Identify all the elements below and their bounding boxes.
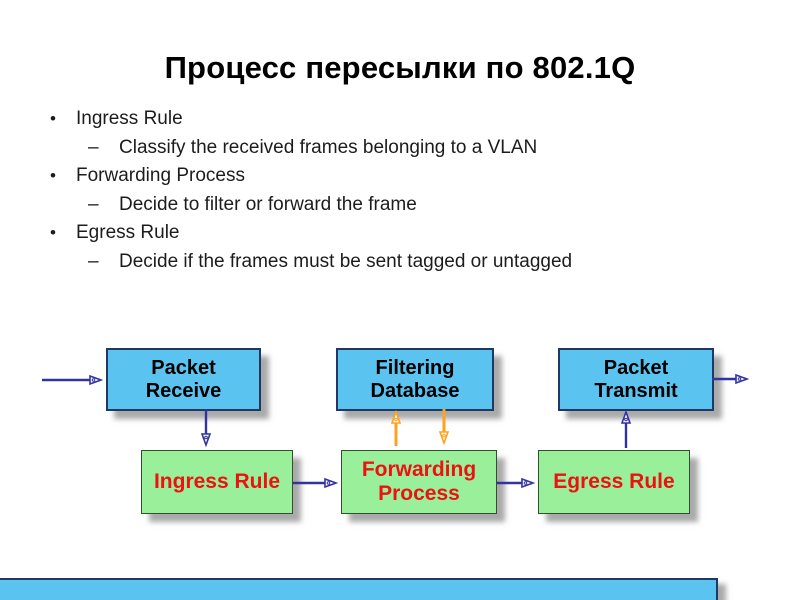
box-filtering-database: Filtering Database bbox=[336, 348, 494, 411]
bullet-text: Ingress Rule bbox=[76, 108, 183, 129]
bullet-marker: • bbox=[50, 166, 56, 186]
box-forwarding-process: Forwarding Process bbox=[341, 450, 497, 514]
box-label: Transmit bbox=[594, 379, 678, 402]
box-label: Database bbox=[370, 379, 460, 402]
bullet-marker: • bbox=[50, 109, 56, 128]
box-label: Ingress Rule bbox=[153, 470, 281, 493]
bullet-text: Classify the received frames belonging t… bbox=[119, 136, 538, 158]
bullet-marker: – bbox=[88, 250, 99, 272]
bullet-item: – Decide if the frames must be sent tagg… bbox=[88, 248, 760, 277]
bullet-item: • Forwarding Process bbox=[50, 162, 760, 191]
bullet-item: • Egress Rule bbox=[50, 219, 760, 248]
bullet-marker: – bbox=[88, 193, 99, 215]
bullet-marker: • bbox=[50, 223, 56, 243]
bullet-item: – Decide to filter or forward the frame bbox=[88, 191, 760, 220]
bullet-marker: – bbox=[88, 136, 99, 158]
bullet-item: – Classify the received frames belonging… bbox=[88, 134, 760, 163]
bullet-text: Egress Rule bbox=[76, 222, 180, 244]
bullet-text: Forwarding Process bbox=[76, 165, 245, 187]
page-title: Процесс пересылки по 802.1Q bbox=[164, 50, 636, 85]
box-packet-transmit: Packet Transmit bbox=[558, 348, 714, 411]
box-label: Receive bbox=[145, 379, 222, 402]
box-packet-receive: Packet Receive bbox=[106, 348, 261, 411]
box-label: Process bbox=[378, 482, 460, 505]
box-label: Forwarding bbox=[361, 458, 477, 481]
box-label: Packet bbox=[603, 356, 669, 379]
bullet-list: • Ingress Rule – Classify the received f… bbox=[0, 105, 760, 277]
box-egress-rule: Egress Rule bbox=[538, 450, 690, 514]
box-label: Filtering bbox=[375, 356, 455, 379]
bullet-item: • Ingress Rule bbox=[50, 105, 760, 134]
bullet-text: Decide to filter or forward the frame bbox=[119, 193, 417, 215]
box-label: Egress Rule bbox=[553, 470, 675, 493]
footer-decoration-bar bbox=[0, 578, 718, 600]
box-label: Packet bbox=[151, 356, 216, 379]
bullet-text: Decide if the frames must be sent tagged… bbox=[119, 250, 573, 272]
box-ingress-rule: Ingress Rule bbox=[141, 450, 293, 514]
